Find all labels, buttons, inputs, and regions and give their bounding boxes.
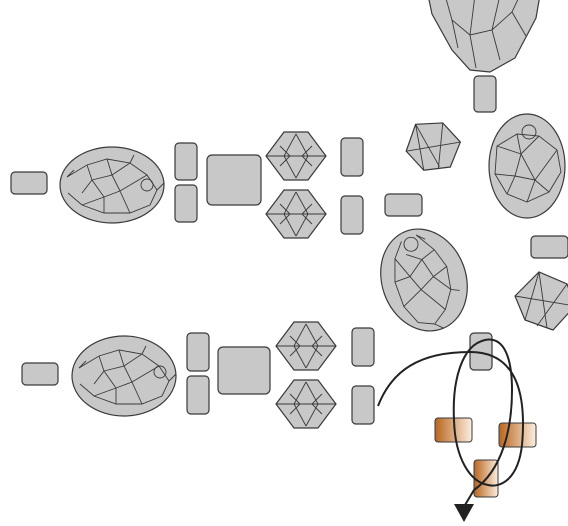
spacer-bead xyxy=(351,327,375,367)
bicone-crystal-bead xyxy=(514,271,568,331)
spacer-bead xyxy=(21,362,59,386)
spacer-bead xyxy=(340,195,364,235)
spacer-bead xyxy=(174,184,198,223)
top-drop-bead xyxy=(428,0,540,73)
oval-faceted-bead xyxy=(380,227,471,339)
square-spacer-bead xyxy=(217,346,271,395)
oval-faceted-bead xyxy=(59,146,165,224)
spacer-bead xyxy=(340,137,364,177)
bicone-crystal-bead xyxy=(265,189,327,239)
spacer-bead xyxy=(186,332,210,372)
spacer-bead xyxy=(10,171,48,195)
spacer-bead xyxy=(186,375,210,415)
bicone-crystal-bead xyxy=(275,321,337,371)
spacer-bead xyxy=(384,193,423,217)
square-spacer-bead xyxy=(206,154,262,206)
spacer-bead xyxy=(351,385,375,425)
thread-path xyxy=(377,338,525,506)
spacer-bead xyxy=(473,75,497,113)
drop-faceted-bead xyxy=(488,113,566,219)
bicone-crystal-bead xyxy=(405,122,462,171)
bicone-crystal-bead xyxy=(265,131,327,181)
thread-end-arrow-icon xyxy=(454,504,474,522)
spacer-bead xyxy=(174,142,198,181)
oval-faceted-bead xyxy=(71,335,177,417)
spacer-bead xyxy=(530,235,568,259)
bicone-crystal-bead xyxy=(275,379,337,429)
